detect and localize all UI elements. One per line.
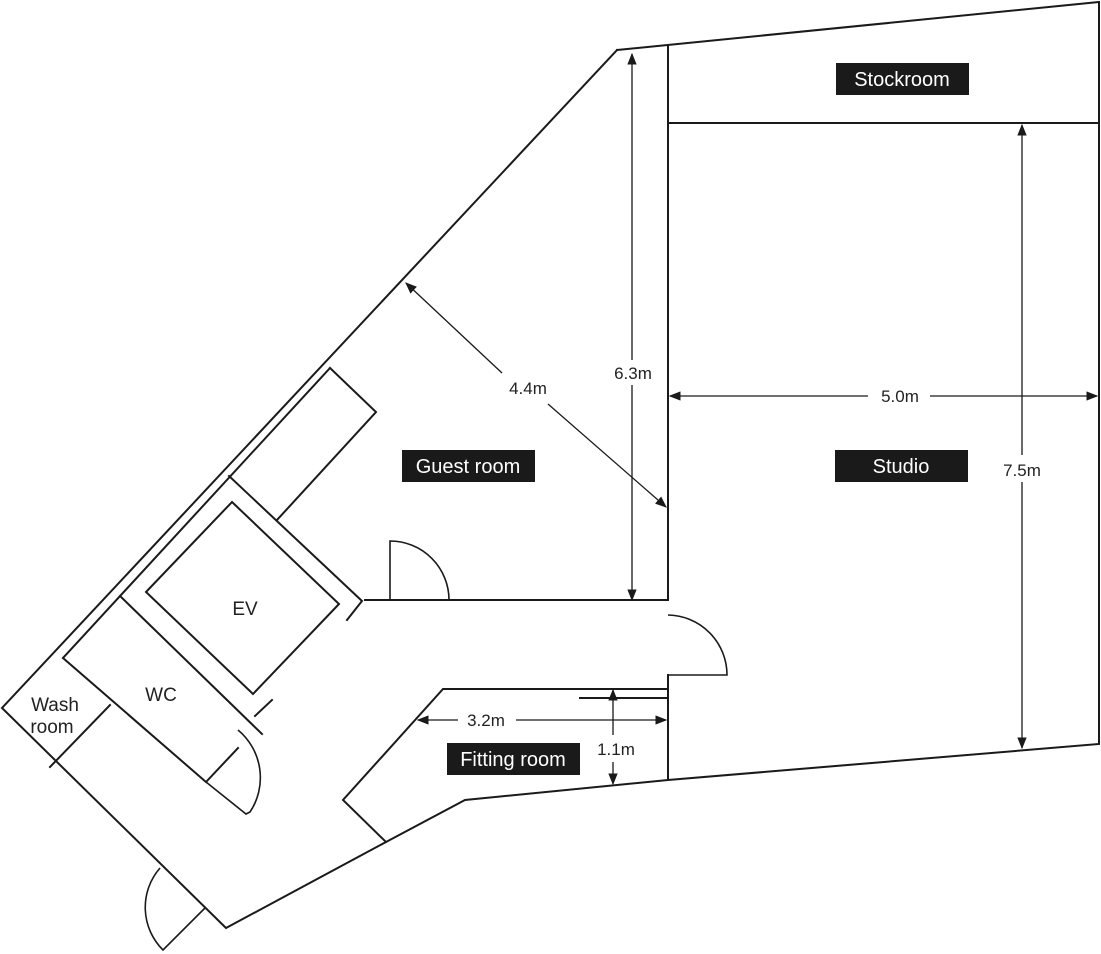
stockroom-label: Stockroom [836, 63, 969, 95]
room-labels: Stockroom Studio Guest room Fitting room [402, 63, 969, 775]
fitting-room-wall [341, 688, 669, 844]
wash-room-wall [48, 703, 112, 769]
ev-label: EV [232, 599, 258, 620]
wc-label: WC [145, 685, 177, 706]
wc-wall-top [118, 594, 264, 736]
dim-guest-diagonal-b [547, 403, 667, 508]
dim-studio-height-label: 7.5m [1003, 461, 1041, 480]
dim-guest-diagonal-a [405, 282, 503, 374]
fitting-room-label-text: Fitting room [460, 749, 566, 771]
fitting-room-label: Fitting room [447, 743, 580, 775]
wash-room-label-line2: room [30, 717, 73, 738]
dim-guest-diagonal-label: 4.4m [509, 379, 547, 398]
dimension-labels: 4.4m 6.3m 5.0m 7.5m 3.2m 1.1m [467, 364, 1041, 759]
guest-room-door [389, 540, 450, 601]
outer-wall [0, 0, 1100, 930]
dimension-lines [405, 52, 1099, 786]
guest-room-label: Guest room [402, 450, 535, 482]
entrance-door [144, 867, 206, 952]
wc-wall-bottom [61, 656, 240, 784]
studio-label-text: Studio [873, 456, 930, 478]
outer-wall-inner [61, 366, 332, 660]
dim-studio-width-label: 5.0m [881, 387, 919, 406]
ev-box [144, 500, 341, 696]
guest-room-label-text: Guest room [416, 456, 520, 478]
wc-door [205, 729, 262, 815]
dim-fitting-width-label: 3.2m [467, 711, 505, 730]
room-text: EV WC Wash room [30, 599, 258, 738]
dim-fitting-depth-label: 1.1m [597, 740, 635, 759]
studio-door [667, 614, 728, 676]
walls [0, 0, 1100, 930]
ev-shaft-outer [227, 474, 364, 622]
closet-wall [275, 366, 378, 522]
wash-room-label-line1: Wash [31, 695, 79, 716]
stockroom-label-text: Stockroom [854, 69, 950, 91]
doors [144, 540, 728, 952]
studio-label: Studio [835, 450, 968, 482]
wc-wall-sep [253, 698, 274, 718]
dim-guest-height-label: 6.3m [614, 364, 652, 383]
